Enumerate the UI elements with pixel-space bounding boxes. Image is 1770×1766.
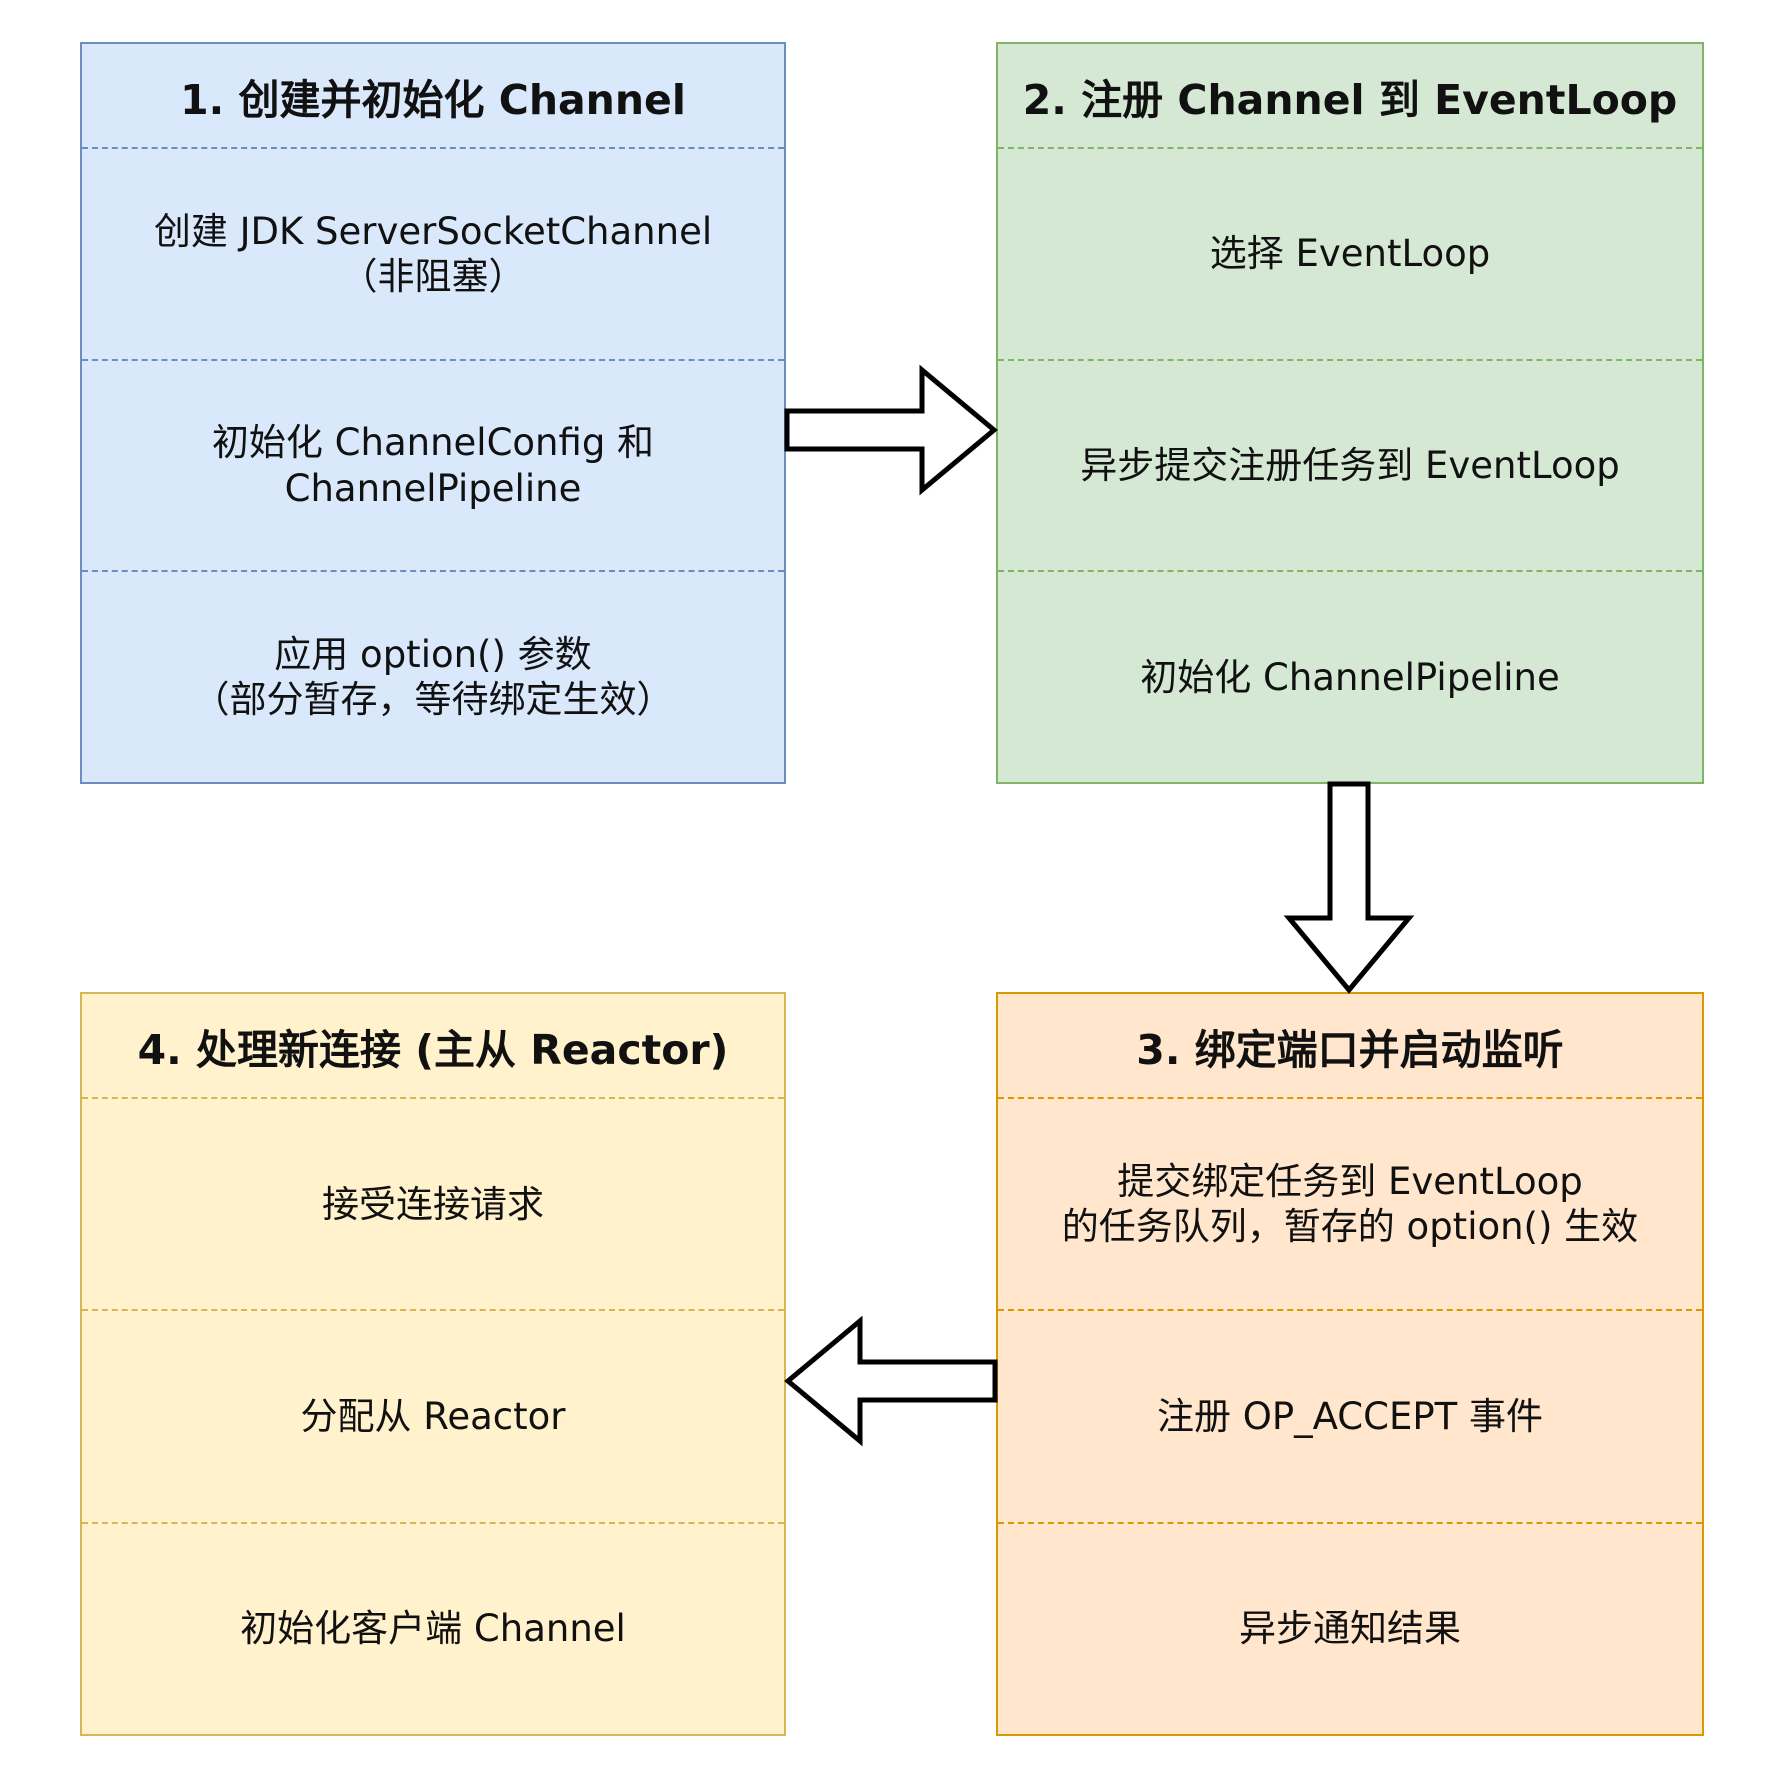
step-3-item-3: 异步通知结果 <box>998 1521 1702 1734</box>
step-4-box: 4. 处理新连接 (主从 Reactor) 接受连接请求 分配从 Reactor… <box>80 992 786 1736</box>
step-3-box: 3. 绑定端口并启动监听 提交绑定任务到 EventLoop 的任务队列，暂存的… <box>996 992 1704 1736</box>
arrow-down-icon <box>1283 781 1415 994</box>
step-1-item-2-text: 初始化 ChannelConfig 和 ChannelPipeline <box>211 421 655 510</box>
step-3-item-2: 注册 OP_ACCEPT 事件 <box>998 1309 1702 1521</box>
step-2-box: 2. 注册 Channel 到 EventLoop 选择 EventLoop 异… <box>996 42 1704 784</box>
step-2-item-1: 选择 EventLoop <box>998 149 1702 359</box>
step-1-title: 1. 创建并初始化 Channel <box>82 44 784 149</box>
step-1-item-2: 初始化 ChannelConfig 和 ChannelPipeline <box>82 358 784 571</box>
step-2-item-3-text: 初始化 ChannelPipeline <box>1140 655 1560 699</box>
step-2-item-2-text: 异步提交注册任务到 EventLoop <box>1080 443 1620 487</box>
step-4-item-2: 分配从 Reactor <box>82 1309 784 1521</box>
step-2-title: 2. 注册 Channel 到 EventLoop <box>998 44 1702 149</box>
step-1-item-3-text: 应用 option() 参数 （部分暂存，等待绑定生效） <box>192 633 674 722</box>
step-4-title: 4. 处理新连接 (主从 Reactor) <box>82 994 784 1099</box>
step-4-item-3: 初始化客户端 Channel <box>82 1521 784 1734</box>
step-2-item-3: 初始化 ChannelPipeline <box>998 570 1702 782</box>
step-2-item-2: 异步提交注册任务到 EventLoop <box>998 358 1702 571</box>
step-1-item-1-text: 创建 JDK ServerSocketChannel （非阻塞） <box>153 209 713 298</box>
step-4-item-1: 接受连接请求 <box>82 1099 784 1309</box>
step-3-item-1-text: 提交绑定任务到 EventLoop 的任务队列，暂存的 option() 生效 <box>1061 1160 1639 1249</box>
step-1-item-3: 应用 option() 参数 （部分暂存，等待绑定生效） <box>82 570 784 782</box>
step-3-item-3-text: 异步通知结果 <box>1239 1607 1461 1651</box>
arrow-right-icon <box>784 364 998 496</box>
arrow-left-icon <box>784 1315 998 1447</box>
step-2-item-1-text: 选择 EventLoop <box>1209 232 1491 276</box>
step-4-item-1-text: 接受连接请求 <box>322 1182 544 1226</box>
step-4-item-3-text: 初始化客户端 Channel <box>240 1607 626 1651</box>
step-4-item-2-text: 分配从 Reactor <box>300 1394 566 1438</box>
step-1-item-1: 创建 JDK ServerSocketChannel （非阻塞） <box>82 149 784 359</box>
step-3-item-1: 提交绑定任务到 EventLoop 的任务队列，暂存的 option() 生效 <box>998 1099 1702 1309</box>
step-1-box: 1. 创建并初始化 Channel 创建 JDK ServerSocketCha… <box>80 42 786 784</box>
step-3-item-2-text: 注册 OP_ACCEPT 事件 <box>1156 1394 1544 1438</box>
step-3-title: 3. 绑定端口并启动监听 <box>998 994 1702 1099</box>
